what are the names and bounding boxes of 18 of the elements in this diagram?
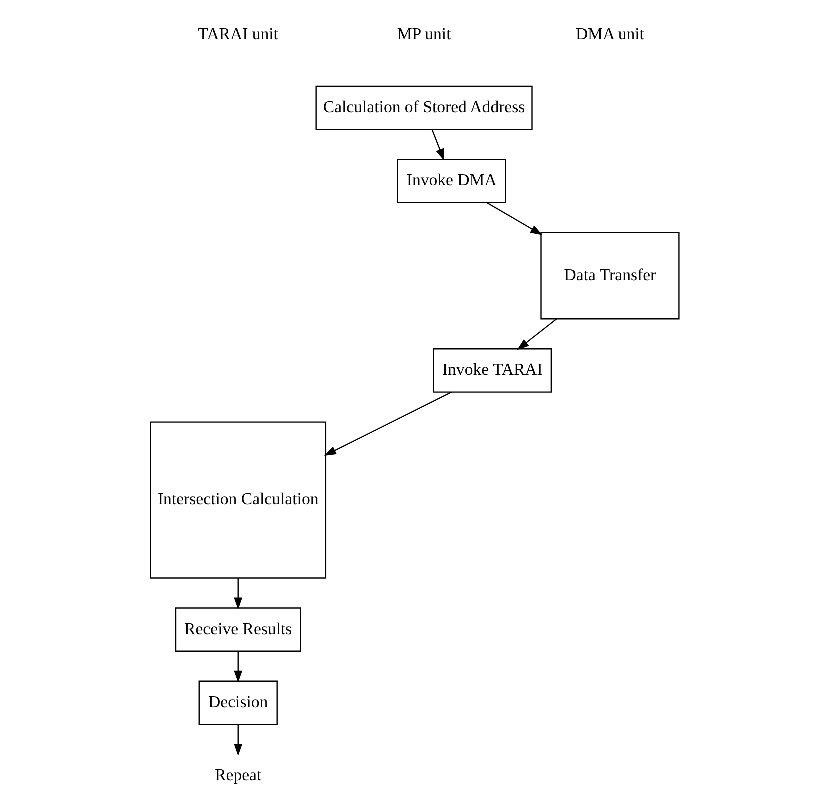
arrow <box>234 724 242 756</box>
node-box: Receive Results <box>174 608 301 652</box>
arrow <box>324 392 452 456</box>
node-box: Intersection Calculation <box>150 422 326 579</box>
label: MP unit <box>396 24 451 44</box>
label: DMA unit <box>575 24 644 44</box>
node-box: Data Transfer <box>540 232 680 320</box>
node-box: Calculation of Stored Address <box>315 86 532 130</box>
node-box: Invoke TARAI <box>432 348 552 393</box>
label: TARAI unit <box>198 24 278 44</box>
node-box: Invoke DMA <box>396 159 506 204</box>
arrow <box>516 318 556 350</box>
arrow <box>234 652 242 683</box>
arrow <box>234 578 242 610</box>
node-text: Repeat <box>214 766 262 785</box>
arrow <box>486 202 542 236</box>
arrow <box>431 129 444 161</box>
node-box: Decision <box>198 680 278 726</box>
